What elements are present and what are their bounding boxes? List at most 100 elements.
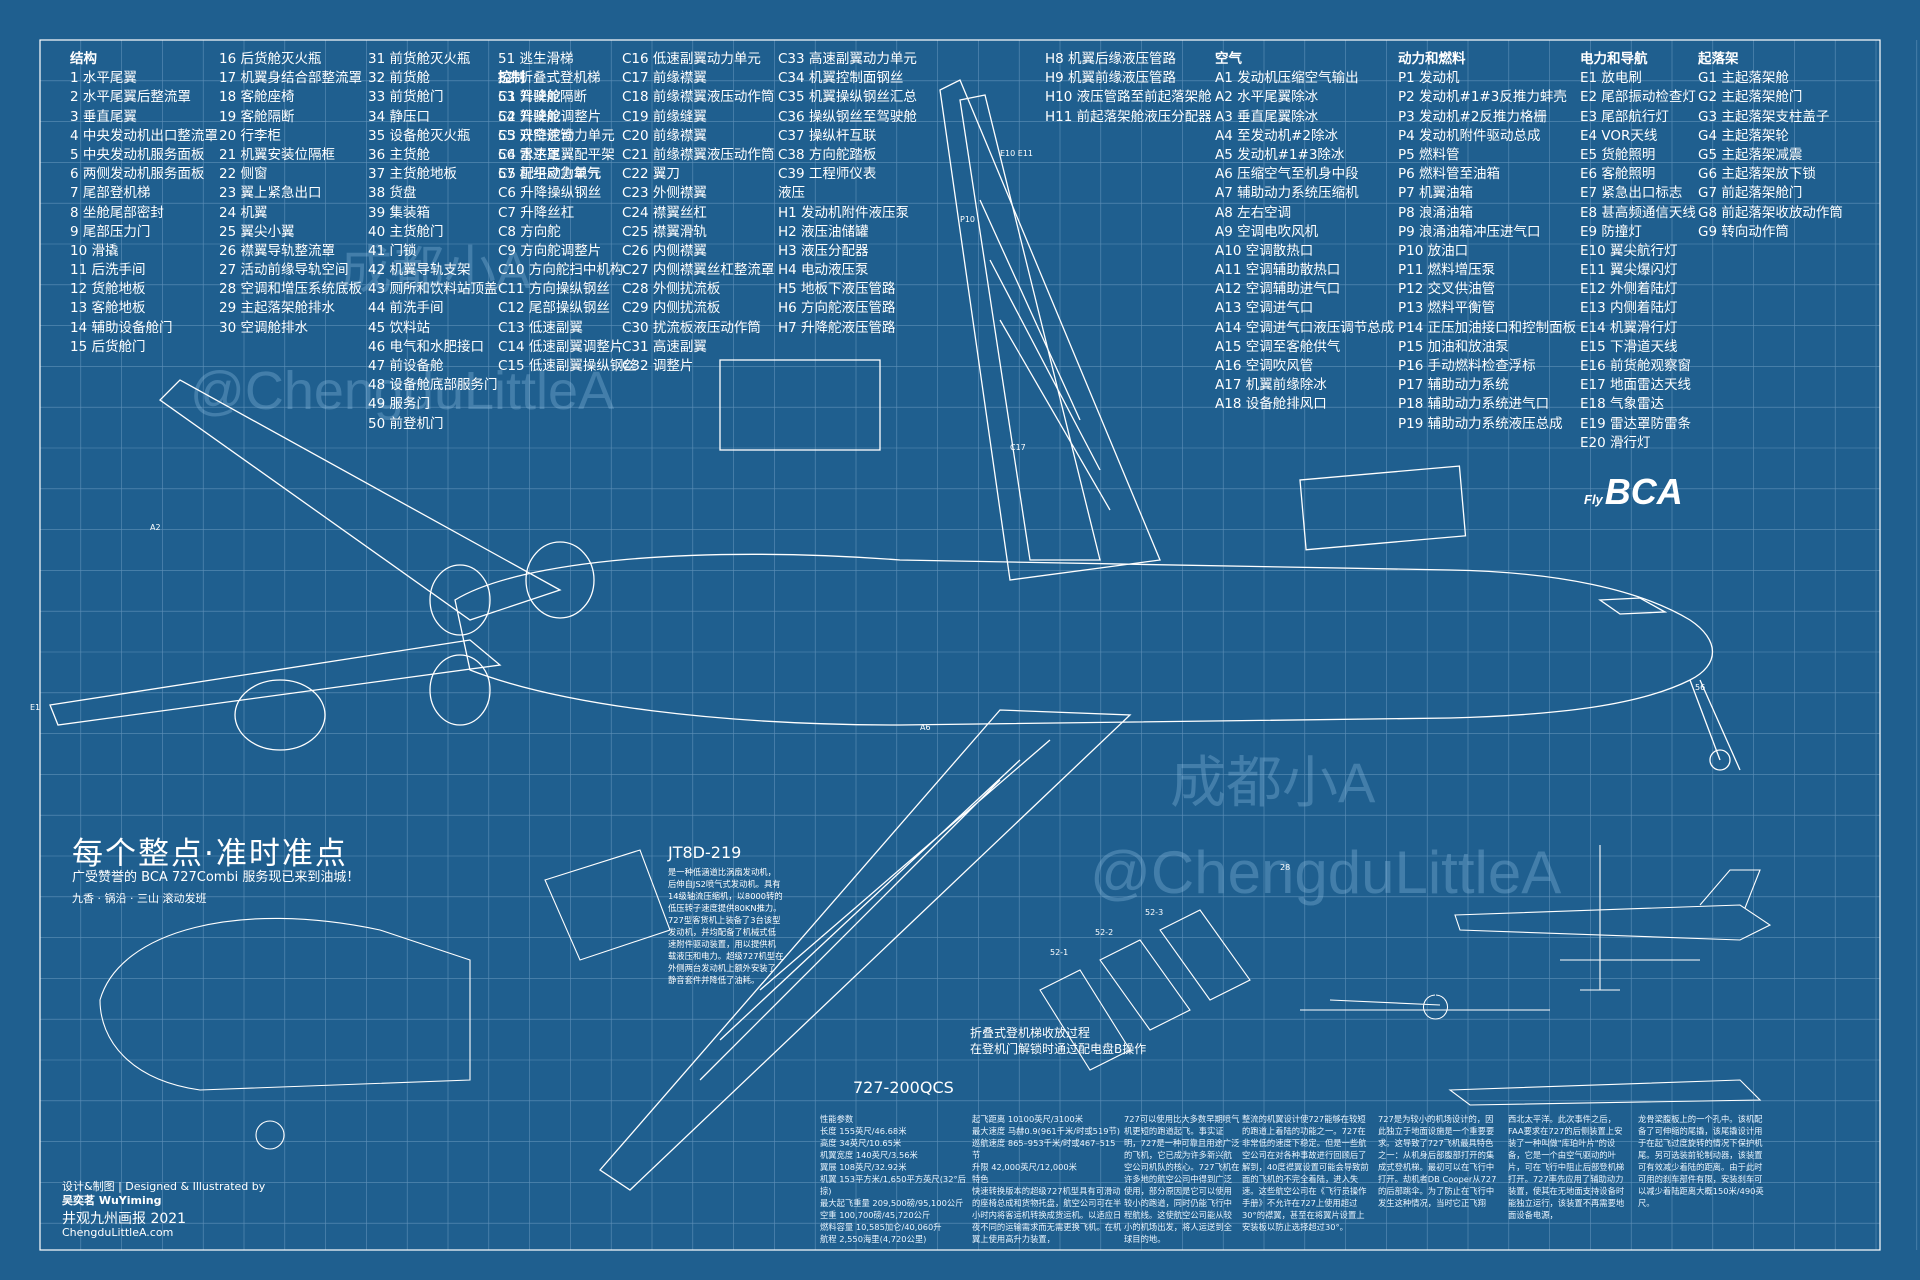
credits-line1: 设计&制图 | Designed & Illustrated by: [62, 1180, 266, 1193]
legend-item: P4 发动机附件驱动总成: [1398, 127, 1541, 144]
logo-fly: Fly: [1584, 492, 1603, 507]
legend-item: 3 垂直尾翼: [70, 108, 137, 125]
legend-item: H7 升降舵液压管路: [778, 319, 896, 336]
legend-item: P15 加油和放油泵: [1398, 338, 1509, 355]
legend-item: A15 空调至客舱供气: [1215, 338, 1341, 355]
spec-text: 最大速度 马赫0.9(961千米/时或519节): [972, 1126, 1121, 1136]
engine-description: 是一种低涵道比涡扇发动机，后伸自JS2喷气式发动机。具有14级轴流压缩机，以80…: [668, 867, 784, 985]
spec-text: 燃料容量 10,585加仑/40,060升: [820, 1222, 942, 1232]
legend-item: C10 方向舵扫中机构: [498, 262, 624, 279]
poster-frame: [39, 39, 1881, 1251]
label-28: 28: [1280, 863, 1290, 872]
legend-item: C2 升降舵调整片: [498, 108, 602, 125]
engine-nacelle-diagram: [544, 849, 671, 961]
legend-item: E18 气象雷达: [1580, 396, 1664, 413]
spec-text: 翼展 108英尺/32.92米: [820, 1162, 907, 1172]
legend-item: E1 放电刷: [1580, 70, 1642, 87]
fuselage-outline: [454, 553, 1714, 726]
legend-item: E12 外侧着陆灯: [1580, 281, 1678, 298]
legend-item: 33 前货舱门: [368, 89, 444, 106]
legend-item: E13 内侧着陆灯: [1580, 300, 1678, 317]
legend-item: A10 空调散热口: [1215, 242, 1314, 259]
legend-item: H11 前起落架舱液压分配器: [1045, 108, 1212, 125]
legend-item: 57 机组应急氧气: [498, 166, 601, 183]
legend-item: C25 襟翼滑轨: [622, 223, 707, 240]
spec-text: 特色: [972, 1174, 989, 1184]
legend-item: C34 机翼控制面钢丝: [778, 70, 904, 87]
legend-item: 结构: [70, 51, 97, 67]
engine-1: [429, 564, 491, 636]
legend-item: 52 折叠式登机梯: [498, 70, 601, 87]
legend-item: C35 机翼操纵钢丝汇总: [778, 89, 917, 106]
label-C17: C17: [1010, 443, 1026, 452]
stairs-caption-line2: 在登机门解锁时通过配电盘B操作: [970, 1042, 1147, 1056]
spec-text: 727是为较小的机场设计的，因此独立于地面设施是一个重要要求。这导致了727飞机…: [1378, 1114, 1497, 1208]
label-52-2: 52-2: [1095, 928, 1113, 937]
legend-item: 40 主货舱门: [368, 223, 444, 240]
legend-item: 47 前设备舱: [368, 358, 444, 374]
legend-item: A9 空调电吹风机: [1215, 223, 1319, 240]
legend-item: P14 正压加油接口和控制面板: [1398, 319, 1577, 336]
spec-text: 性能参数: [820, 1114, 854, 1124]
legend-item: 15 后货舱门: [70, 338, 146, 355]
legend-item: 14 辅助设备舱门: [70, 319, 173, 336]
legend-item: 起落架: [1698, 51, 1739, 67]
label-A6: A6: [920, 723, 931, 732]
legend-item: 36 主货舱: [368, 146, 430, 163]
legend-item: A3 垂直尾翼除冰: [1215, 108, 1319, 125]
main-wing-lower: [599, 709, 1132, 1191]
main-wing-upper: [939, 79, 1161, 581]
legend-item: C20 前缘襟翼: [622, 127, 707, 144]
legend-item: E15 下滑道天线: [1580, 338, 1678, 355]
nose-gear: [1689, 679, 1741, 771]
legend-item: C29 内侧扰流板: [622, 300, 721, 317]
legend-item: C4 水平尾翼配平架: [498, 146, 615, 163]
legend-item: 45 饮料站: [368, 319, 430, 336]
legend-item: A7 辅助动力系统压缩机: [1215, 185, 1359, 202]
legend-item: 38 货盘: [368, 185, 417, 202]
model-title: 727-200QCS: [853, 1078, 954, 1097]
legend-item: E19 雷达罩防雷条: [1580, 415, 1691, 432]
legend-item: E16 前货舱观察窗: [1580, 358, 1691, 374]
legend-item: 25 翼尖小翼: [219, 223, 295, 240]
label-P10: P10: [960, 215, 975, 224]
legend-item: 16 后货舱灭火瓶: [219, 51, 322, 67]
callout-labels: E10 E11 P10 C17 A2 E1 56 A6 28 52-1 52-2…: [30, 149, 1705, 957]
front-view-aircraft: [1300, 994, 1550, 1020]
legend-item: 32 前货舱: [368, 70, 430, 87]
spec-text: 航程 2,550海里(4,720公里): [820, 1234, 927, 1244]
legend-item: C18 前缘襟翼液压动作筒: [622, 89, 775, 106]
planform-view-aircraft: [1560, 845, 1700, 991]
combi-side-view: [1448, 1079, 1762, 1106]
legend-item: 48 设备舱底部服务门: [368, 377, 498, 394]
label-52-1: 52-1: [1050, 948, 1068, 957]
legend-item: A8 左右空调: [1215, 204, 1292, 221]
legend-item: G4 主起落架轮: [1698, 127, 1789, 144]
credits-line2: 吴奕茗 WuYiming: [62, 1194, 162, 1207]
legend-item: P16 手动燃料检查浮标: [1398, 358, 1536, 374]
legend-item: C14 低速副翼调整片: [498, 338, 624, 355]
legend-item: 56 雷达罩: [498, 146, 560, 163]
legend-item: E3 尾部航行灯: [1580, 108, 1669, 125]
legend-item: 5 中央发动机服务面板: [70, 146, 205, 163]
logo-name: BCA: [1604, 471, 1683, 512]
legend-item: H3 液压分配器: [778, 242, 869, 259]
specs-col5: 727是为较小的机场设计的，因此独立于地面设施是一个重要要求。这导致了727飞机…: [1378, 1113, 1498, 1209]
legend-item: H8 机翼后缘液压管路: [1045, 51, 1177, 67]
side-view-aircraft: [1454, 869, 1772, 941]
legend-item: 35 设备舱灭火瓶: [368, 127, 471, 144]
legend-item: G6 主起落架放下锁: [1698, 166, 1816, 183]
legend-item: C33 高速副翼动力单元: [778, 51, 917, 67]
legend-item: E6 客舱照明: [1580, 166, 1656, 183]
engine-3: [525, 541, 595, 619]
legend-item: P18 辅助动力系统进气口: [1398, 396, 1550, 413]
specs-col4: 整流的机翼设计使727能够在较短的跑道上着陆的功能之一。727在非常低的速度下稳…: [1242, 1113, 1372, 1233]
spec-text: 整流的机翼设计使727能够在较短的跑道上着陆的功能之一。727在非常低的速度下稳…: [1242, 1114, 1369, 1232]
